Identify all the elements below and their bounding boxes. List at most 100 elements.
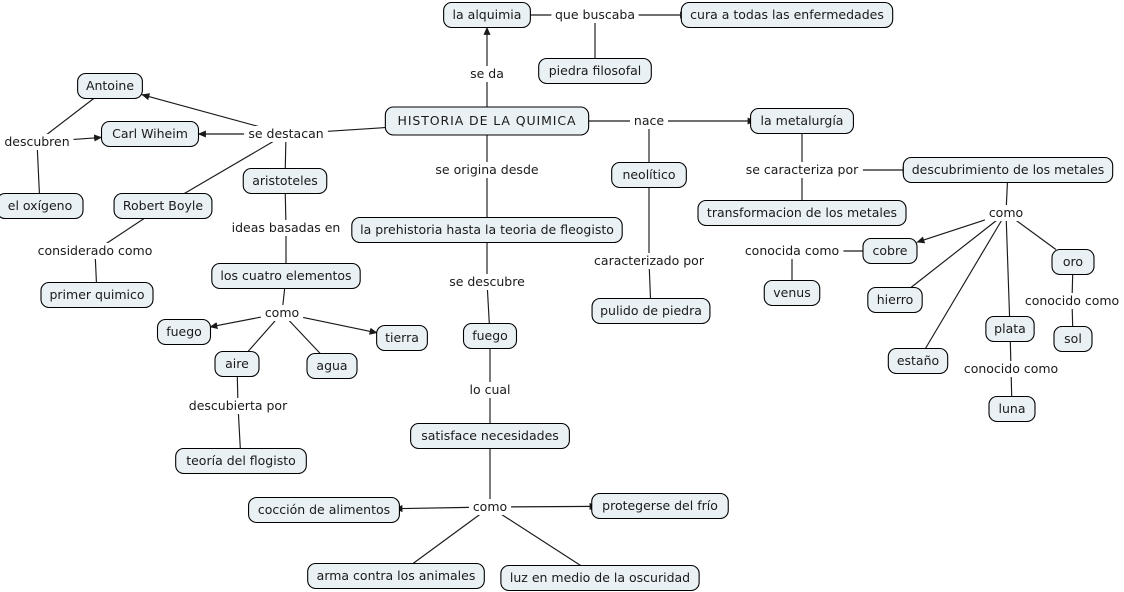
connector-line <box>236 376 239 399</box>
node-box <box>77 72 143 100</box>
node-box <box>40 281 154 309</box>
node-box <box>113 192 213 220</box>
link-label-backdrop <box>244 126 328 142</box>
concept-node[interactable]: arma contra los animales <box>307 562 485 590</box>
link-label-backdrop <box>260 305 304 321</box>
concept-node[interactable]: la prehistoria hasta la teoria de fleogi… <box>351 216 623 244</box>
concept-node[interactable]: cocción de alimentos <box>248 496 400 524</box>
connector-line <box>910 220 997 288</box>
node-label: la alquimia <box>453 7 522 22</box>
concept-node[interactable]: Antoine <box>77 72 143 100</box>
link-label: se caracteriza por <box>746 162 859 177</box>
link-label-backdrop <box>959 361 1063 377</box>
link-label-backdrop <box>465 66 509 82</box>
concept-node[interactable]: HISTORIA DE LA QUIMICA <box>384 106 590 136</box>
link-label: nace <box>634 113 664 128</box>
node-label: piedra filosofal <box>549 63 642 78</box>
node-label: el oxígeno <box>8 198 72 213</box>
concept-node[interactable]: neolítico <box>611 161 687 189</box>
link-label: como <box>473 499 507 514</box>
node-label: fuego <box>166 324 202 339</box>
node-label: la prehistoria hasta la teoria de fleogi… <box>360 222 614 237</box>
node-box <box>611 161 687 189</box>
concept-node[interactable]: Carl Wiheim <box>100 120 200 148</box>
node-box <box>750 107 854 135</box>
concept-node[interactable]: sol <box>1053 325 1093 353</box>
concept-node[interactable]: agua <box>306 352 358 380</box>
concept-node[interactable]: oro <box>1051 248 1095 276</box>
concept-node[interactable]: descubrimiento de los metales <box>902 156 1114 184</box>
node-label: primer quimico <box>49 287 144 302</box>
node-label: luna <box>999 401 1026 416</box>
concept-node[interactable]: aire <box>214 350 260 378</box>
node-label: venus <box>773 285 810 300</box>
concept-node[interactable]: aristoteles <box>242 167 328 195</box>
concept-node[interactable]: pulido de piedra <box>591 297 711 325</box>
node-box <box>697 199 907 227</box>
node-box <box>351 216 623 244</box>
node-label: cura a todas las enfermedades <box>690 7 884 22</box>
node-box <box>985 315 1035 343</box>
connector-line <box>288 320 321 354</box>
node-label: estaño <box>897 353 939 368</box>
concept-node[interactable]: tierra <box>376 324 428 352</box>
connector-line <box>501 514 581 566</box>
node-label: la metalurgía <box>761 113 844 128</box>
node-label: protegerse del frío <box>602 498 718 513</box>
node-box <box>307 562 485 590</box>
concept-node[interactable]: la alquimia <box>443 1 531 29</box>
concept-node[interactable]: satisface necesidades <box>410 422 570 450</box>
connector-line <box>394 505 469 513</box>
node-label: sol <box>1064 331 1082 346</box>
concept-node[interactable]: fuego <box>156 318 212 346</box>
node-box <box>410 422 570 450</box>
concept-node[interactable]: estaño <box>887 347 949 375</box>
node-label: aristoteles <box>252 173 318 188</box>
concept-node[interactable]: hierro <box>867 286 923 314</box>
concept-node[interactable]: teoría del flogisto <box>175 447 307 475</box>
node-label: plata <box>994 321 1026 336</box>
concept-node[interactable]: los cuatro elementos <box>211 262 361 290</box>
connector-line <box>486 289 490 324</box>
link-label-backdrop <box>1020 293 1124 309</box>
concept-node[interactable]: Robert Boyle <box>113 192 213 220</box>
concept-node[interactable]: primer quimico <box>40 281 154 309</box>
link-label-backdrop <box>468 499 512 515</box>
concept-node[interactable]: fuego <box>462 322 518 350</box>
link-label: ideas basadas en <box>232 220 341 235</box>
node-box <box>867 286 923 314</box>
node-label: cobre <box>872 243 907 258</box>
concept-node[interactable]: protegerse del frío <box>591 492 729 520</box>
node-label: teoría del flogisto <box>186 453 296 468</box>
link-label-backdrop <box>33 243 157 259</box>
concept-node[interactable]: cobre <box>862 237 918 265</box>
concept-node[interactable]: venus <box>763 279 821 307</box>
concept-node[interactable]: plata <box>985 315 1035 343</box>
connector-line <box>141 93 259 128</box>
concept-node[interactable]: luz en medio de la oscuridad <box>500 564 700 592</box>
concept-node[interactable]: luna <box>988 395 1036 423</box>
node-label: neolítico <box>622 167 675 182</box>
connector-line <box>412 514 481 564</box>
concept-node[interactable]: la metalurgía <box>750 107 854 135</box>
node-box <box>211 262 361 290</box>
link-label: descubierta por <box>189 398 288 413</box>
link-label-backdrop <box>630 113 668 129</box>
link-label: se da <box>470 66 504 81</box>
connector-line <box>302 316 378 335</box>
concept-node[interactable]: transformacion de los metales <box>697 199 907 227</box>
concept-node[interactable]: cura a todas las enfermedades <box>680 1 894 29</box>
link-label-backdrop <box>227 220 345 236</box>
connector-line <box>916 219 986 244</box>
node-label: cocción de alimentos <box>258 502 390 517</box>
node-label: pulido de piedra <box>600 303 702 318</box>
node-box <box>175 447 307 475</box>
node-box <box>376 324 428 352</box>
concept-node[interactable]: piedra filosofal <box>538 57 652 85</box>
concept-node[interactable]: el oxígeno <box>0 192 84 220</box>
link-label: se descubre <box>449 274 525 289</box>
connector-line <box>284 141 287 169</box>
link-label-backdrop <box>551 7 639 23</box>
